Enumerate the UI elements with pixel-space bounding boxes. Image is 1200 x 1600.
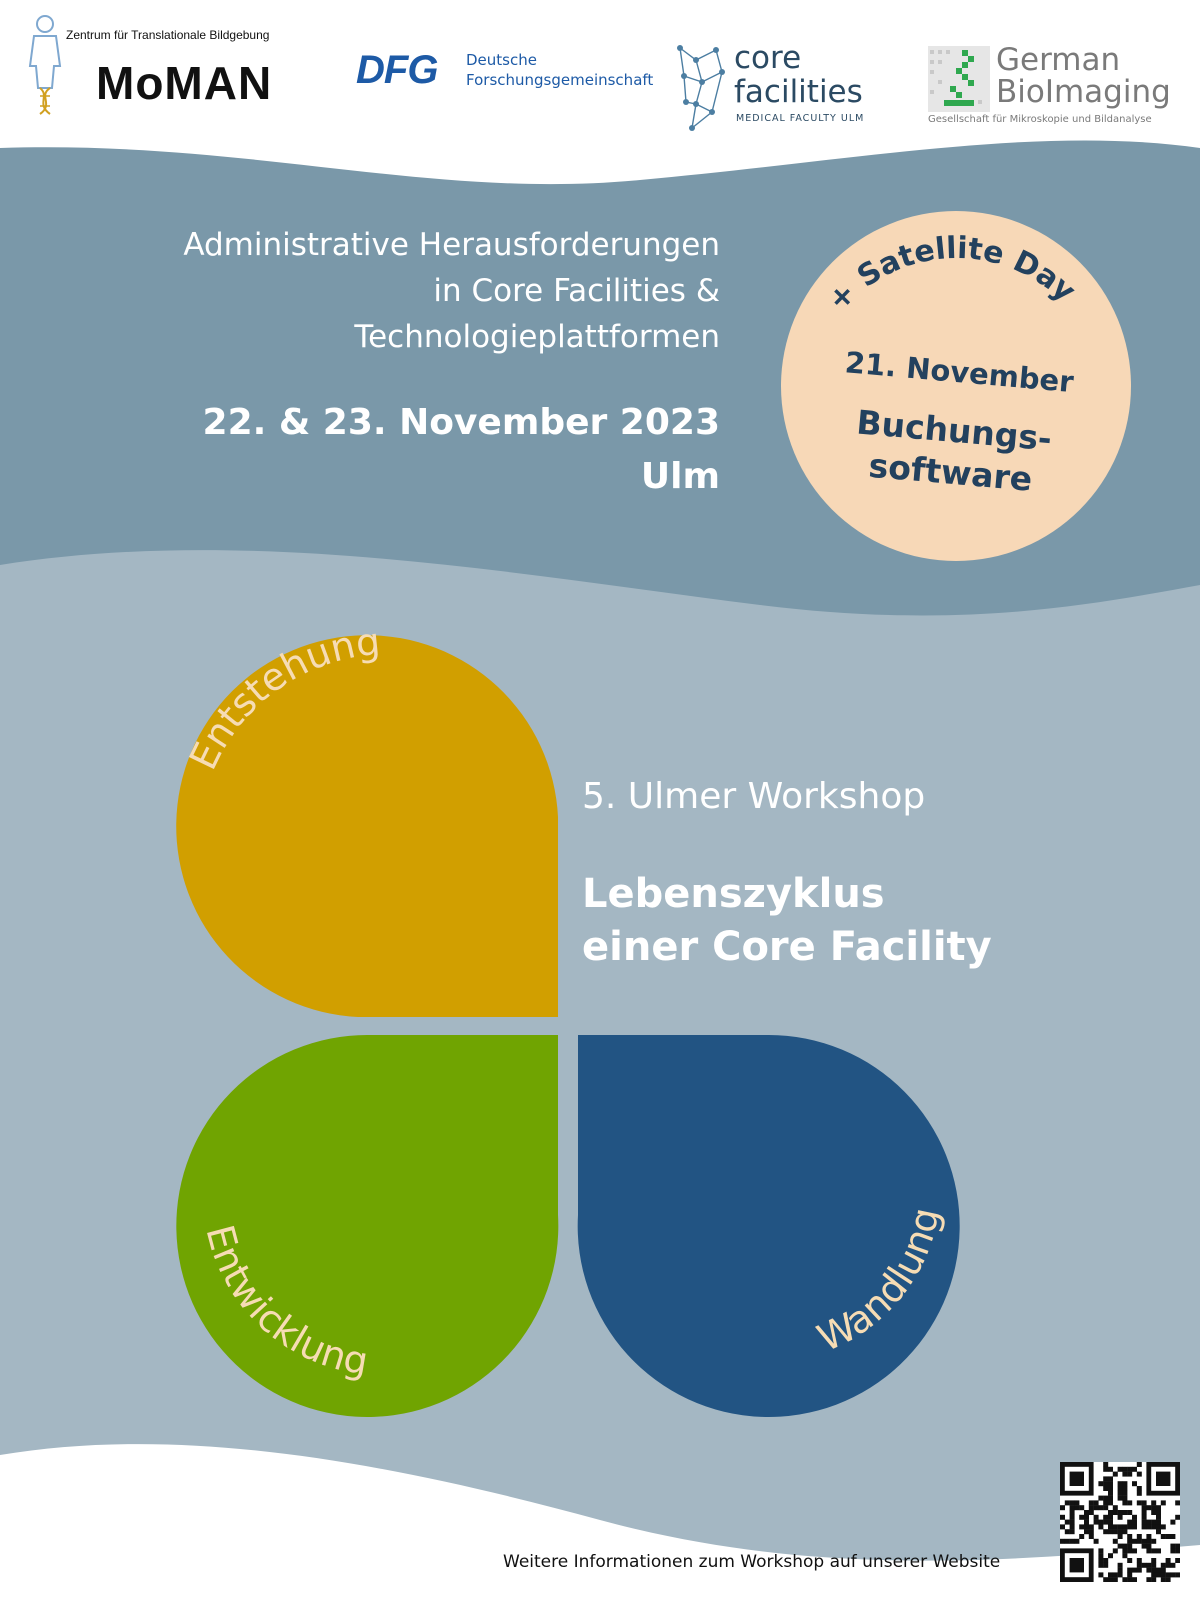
core-facilities-logo-line-2: facilities	[734, 74, 863, 110]
bottom-white-wave	[0, 1444, 1200, 1600]
zentrum-figure-icon	[28, 15, 62, 115]
german-bioimaging-logo-line-2: BioImaging	[996, 74, 1171, 110]
footer-info-text: Weitere Informationen zum Workshop auf u…	[503, 1552, 1001, 1572]
petal-entstehung	[176, 635, 558, 1017]
subtitle-line-3: Technologieplattformen	[354, 319, 720, 355]
subtitle-line-1: Administrative Herausforderungen	[183, 227, 720, 263]
german-bioimaging-logo-line-1: German	[996, 42, 1121, 78]
event-date-block: 22. & 23. November 2023 Ulm	[60, 396, 720, 504]
satellite-day-badge: + Satellite Day 21. November Buchungs- s…	[781, 211, 1131, 561]
workshop-title-line-1: Lebenszyklus	[582, 871, 885, 917]
german-bioimaging-logo-sub: Gesellschaft für Mikroskopie und Bildana…	[928, 114, 1152, 125]
zentrum-logo-text: Zentrum für Translationale Bildgebung	[66, 28, 270, 42]
dfg-logo-text-1: Deutsche	[466, 51, 537, 69]
moman-logo: MoMAN	[96, 57, 273, 109]
workshop-title-line-2: einer Core Facility	[582, 924, 992, 970]
petal-entwicklung	[176, 1034, 559, 1417]
lifecycle-clover: Entstehung Entwicklung Wandlung	[176, 619, 960, 1417]
qr-finder-pattern	[1069, 1471, 1084, 1486]
workshop-number: 5. Ulmer Workshop	[582, 776, 926, 817]
dfg-logo-mark: DFG	[356, 48, 438, 92]
event-subtitle: Administrative Herausforderungen in Core…	[60, 222, 720, 360]
event-city: Ulm	[640, 456, 720, 497]
dfg-logo-text-2: Forschungsgemeinschaft	[466, 71, 654, 89]
qr-finder-pattern	[1156, 1471, 1171, 1486]
core-facilities-logo-line-1: core	[734, 40, 802, 76]
subtitle-line-2: in Core Facilities &	[433, 273, 720, 309]
german-bioimaging-microscope-icon	[928, 46, 990, 112]
petal-wandlung	[577, 1034, 960, 1417]
qr-finder-pattern	[1069, 1558, 1084, 1573]
event-date: 22. & 23. November 2023	[202, 402, 720, 443]
website-qr-code[interactable]	[1060, 1462, 1180, 1582]
workshop-title: Lebenszyklus einer Core Facility	[582, 868, 992, 974]
core-facilities-network-icon	[677, 45, 725, 131]
satellite-circle	[781, 211, 1131, 561]
core-facilities-logo-sub: MEDICAL FACULTY ULM	[736, 113, 865, 124]
